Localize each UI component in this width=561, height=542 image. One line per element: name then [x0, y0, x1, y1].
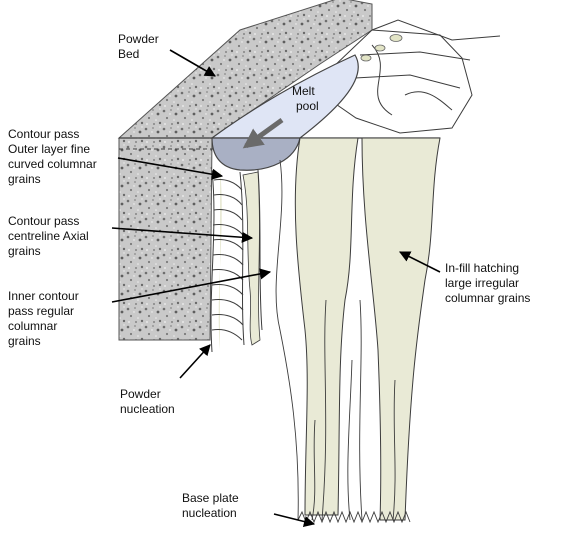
label-powder-nucleation: Powder nucleation: [120, 387, 175, 416]
arrow-contour-centre: [111, 227, 254, 243]
base-plate-line: [297, 510, 411, 524]
melt-pool-submerged: [211, 137, 301, 171]
columnar-grain-left: [294, 137, 359, 516]
label-infill: In-fill hatching large irregular columna…: [445, 261, 530, 305]
label-inner-contour: Inner contour pass regular columnar grai…: [8, 289, 82, 348]
arrow-inner-contour: [111, 268, 272, 303]
label-contour-centre: Contour pass centreline Axial grains: [8, 214, 92, 258]
arrow-infill: [398, 251, 441, 273]
arrow-contour-outer: [117, 157, 224, 180]
arrow-base-plate: [273, 513, 316, 527]
melt-pool-arrow: [242, 117, 284, 149]
label-melt-pool: Melt pool: [292, 84, 319, 113]
surface-particles: [347, 34, 403, 69]
axial-grain: [242, 171, 261, 346]
annotation-arrows: [111, 49, 441, 527]
columnar-grain-right: [361, 137, 441, 521]
label-contour-outer: Contour pass Outer layer fine curved col…: [8, 127, 100, 186]
powder-left-column: [118, 137, 213, 341]
arrow-powder-bed: [169, 49, 216, 77]
grain-boundaries: [275, 159, 396, 521]
arrow-powder-nucleation: [179, 344, 211, 379]
label-base-plate: Base plate nucleation: [182, 491, 242, 520]
label-powder-bed: Powder Bed: [118, 32, 162, 61]
melt-pool-liquid: [210, 54, 359, 139]
